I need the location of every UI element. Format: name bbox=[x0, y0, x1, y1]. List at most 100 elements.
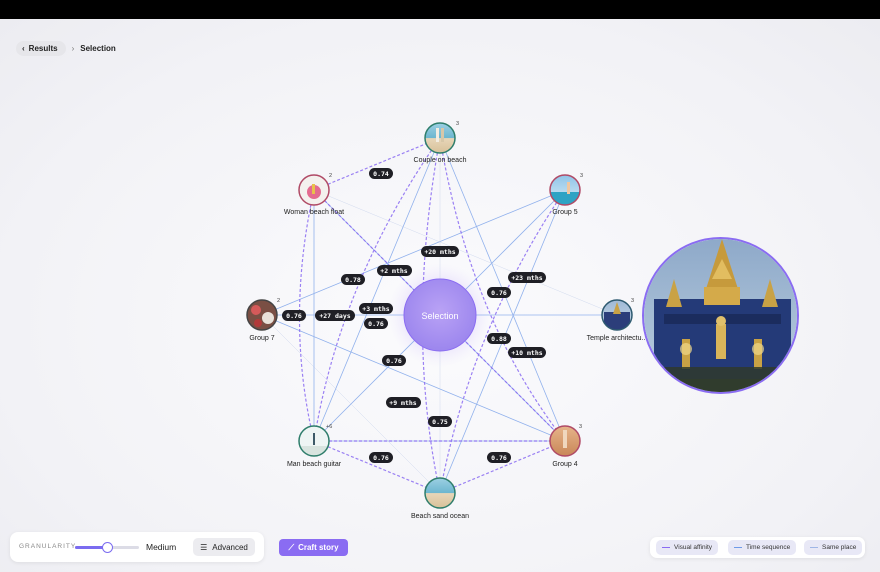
selection-center[interactable] bbox=[403, 278, 477, 352]
edge-badge: 0.88 bbox=[487, 333, 511, 344]
edge-badge: 0.76 bbox=[282, 310, 306, 321]
back-button-label: Results bbox=[28, 44, 58, 53]
chevron-left-icon: ‹ bbox=[22, 44, 25, 53]
svg-text:Group 4: Group 4 bbox=[552, 461, 577, 468]
svg-text:Group 5: Group 5 bbox=[552, 209, 577, 216]
advanced-button-label: Advanced bbox=[212, 542, 248, 552]
couple-thumbnail bbox=[425, 123, 455, 153]
legend-visual-label: Visual affinity bbox=[674, 544, 713, 551]
woman-thumbnail bbox=[299, 175, 329, 205]
beach-thumbnail bbox=[425, 478, 455, 508]
edge-badges: 0.74 +20 mths +2 mths 0.78 +23 mths 0.76… bbox=[282, 168, 546, 463]
edge-badge: 0.76 bbox=[364, 318, 388, 329]
svg-text:+2 mths: +2 mths bbox=[380, 267, 407, 275]
svg-text:0.76: 0.76 bbox=[491, 289, 507, 297]
node-temple-architecture[interactable]: 3 Temple architectu... bbox=[587, 298, 648, 342]
craft-story-button[interactable]: ⟋ Craft story bbox=[279, 539, 348, 556]
node-couple-on-beach[interactable]: 3 Couple on beach bbox=[414, 121, 467, 164]
visual-line-icon bbox=[662, 546, 670, 549]
granularity-slider[interactable] bbox=[75, 542, 139, 553]
chevron-right-icon: › bbox=[71, 44, 75, 53]
group5-thumbnail bbox=[550, 175, 580, 205]
edge-badge: 0.76 bbox=[369, 452, 393, 463]
svg-text:2: 2 bbox=[329, 173, 332, 179]
photo-preview bbox=[642, 237, 799, 394]
svg-text:3: 3 bbox=[580, 173, 583, 179]
svg-text:Man beach guitar: Man beach guitar bbox=[287, 461, 342, 468]
edge-badge: +20 mths bbox=[421, 246, 459, 257]
temple-thumbnail bbox=[602, 300, 632, 330]
svg-text:0.75: 0.75 bbox=[432, 418, 448, 426]
svg-text:+10 mths: +10 mths bbox=[511, 349, 542, 357]
svg-text:2: 2 bbox=[277, 298, 280, 304]
place-line-icon bbox=[810, 546, 818, 549]
svg-text:0.76: 0.76 bbox=[286, 312, 302, 320]
granularity-panel: GRANULARITY Medium ☰ Advanced bbox=[10, 532, 264, 562]
legend-time-label: Time sequence bbox=[746, 544, 791, 551]
node-group-7[interactable]: 2 Group 7 bbox=[246, 298, 280, 342]
svg-text:+20 mths: +20 mths bbox=[424, 248, 455, 256]
edge-badge: 0.75 bbox=[428, 416, 452, 427]
top-bar bbox=[0, 0, 880, 19]
node-group-5[interactable]: 3 Group 5 bbox=[549, 173, 583, 216]
granularity-value: Medium bbox=[146, 542, 177, 552]
node-group-4[interactable]: 3 Group 4 bbox=[549, 424, 582, 468]
edge-badge: +2 mths bbox=[377, 265, 412, 276]
group4-thumbnail bbox=[550, 426, 580, 456]
back-button[interactable]: ‹ Results bbox=[16, 41, 66, 56]
svg-text:+3 mths: +3 mths bbox=[362, 305, 389, 313]
edge-badge: +23 mths bbox=[508, 272, 546, 283]
time-line-icon bbox=[734, 546, 742, 549]
breadcrumb: ‹ Results › Selection bbox=[16, 41, 116, 56]
svg-text:Temple architectu...: Temple architectu... bbox=[587, 335, 648, 342]
svg-text:Couple on beach: Couple on beach bbox=[414, 157, 467, 164]
temple-preview-image bbox=[644, 239, 797, 392]
craft-story-label: Craft story bbox=[298, 543, 339, 552]
node-man-beach-guitar[interactable]: +6 Man beach guitar bbox=[287, 424, 342, 468]
svg-text:+9 mths: +9 mths bbox=[389, 399, 416, 407]
svg-text:+6: +6 bbox=[326, 424, 332, 430]
edge-badge: 0.74 bbox=[369, 168, 393, 179]
svg-text:0.76: 0.76 bbox=[368, 320, 384, 328]
edge-legend: Visual affinity Time sequence Same place bbox=[650, 537, 865, 558]
edge-badge: +10 mths bbox=[508, 347, 546, 358]
svg-text:0.76: 0.76 bbox=[491, 454, 507, 462]
svg-text:0.76: 0.76 bbox=[373, 454, 389, 462]
svg-text:+27 days: +27 days bbox=[319, 312, 350, 320]
node-woman-beach-float[interactable]: 2 Woman beach float bbox=[284, 173, 344, 216]
edge-badge: 0.76 bbox=[487, 452, 511, 463]
svg-text:0.74: 0.74 bbox=[373, 170, 389, 178]
edge-badge: 0.76 bbox=[382, 355, 406, 366]
edge-badge: +3 mths bbox=[359, 303, 393, 314]
man-thumbnail bbox=[299, 426, 329, 456]
edge-badge: +9 mths bbox=[386, 397, 421, 408]
svg-text:3: 3 bbox=[631, 298, 634, 304]
magic-wand-icon: ⟋ bbox=[288, 542, 295, 552]
legend-visual-affinity[interactable]: Visual affinity bbox=[656, 540, 719, 555]
svg-text:Woman beach float: Woman beach float bbox=[284, 209, 344, 216]
svg-text:3: 3 bbox=[456, 121, 459, 127]
slider-thumb[interactable] bbox=[102, 542, 113, 553]
svg-text:Beach sand ocean: Beach sand ocean bbox=[411, 513, 469, 520]
group7-thumbnail bbox=[247, 300, 277, 330]
edge-badge: 0.76 bbox=[487, 287, 511, 298]
edge-badge: 0.78 bbox=[341, 274, 365, 285]
svg-text:Group 7: Group 7 bbox=[249, 335, 274, 342]
sliders-icon: ☰ bbox=[200, 542, 208, 552]
svg-text:0.78: 0.78 bbox=[345, 276, 361, 284]
slider-fill bbox=[75, 546, 107, 549]
svg-text:+23 mths: +23 mths bbox=[511, 274, 542, 282]
edge-badge: +27 days bbox=[315, 310, 355, 321]
legend-place-label: Same place bbox=[822, 544, 857, 551]
advanced-button[interactable]: ☰ Advanced bbox=[193, 538, 255, 556]
breadcrumb-current: Selection bbox=[80, 44, 116, 53]
svg-text:0.76: 0.76 bbox=[386, 357, 402, 365]
legend-time-sequence[interactable]: Time sequence bbox=[728, 540, 797, 555]
svg-text:3: 3 bbox=[579, 424, 582, 430]
svg-text:0.88: 0.88 bbox=[491, 335, 507, 343]
node-beach-sand-ocean[interactable]: Beach sand ocean bbox=[411, 477, 469, 520]
selection-center-label: Selection bbox=[421, 311, 458, 321]
legend-same-place[interactable]: Same place bbox=[804, 540, 863, 555]
granularity-label: GRANULARITY bbox=[19, 543, 77, 550]
